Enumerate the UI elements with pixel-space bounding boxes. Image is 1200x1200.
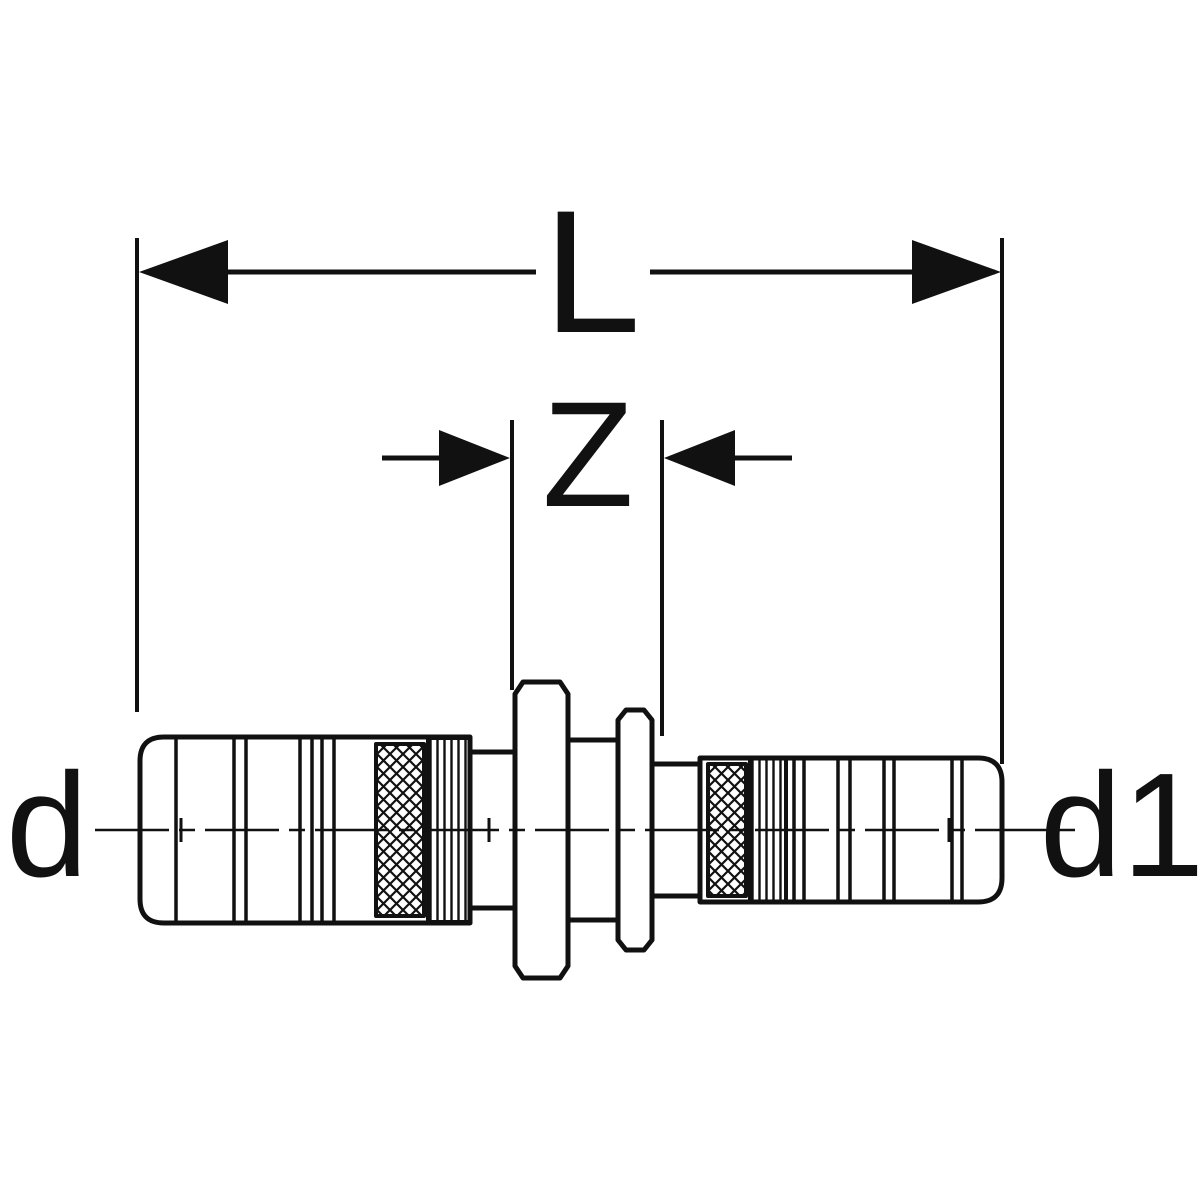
dimension-label-L: L [543,175,640,370]
arrowhead-Z-left [439,430,510,486]
center-flange-small [615,707,655,953]
diameter-label-d1: d1 [1040,743,1200,908]
arrowhead-L-right [912,240,1001,304]
dimension-label-Z: Z [542,370,634,538]
dimension-Z: Z [382,370,792,736]
arrowhead-Z-right [664,430,735,486]
arrowhead-L-left [139,240,228,304]
diameter-labels: d d1 [6,743,1200,908]
diameter-label-d: d [6,743,88,908]
centerline [95,818,1075,842]
dimension-L: L [135,175,1004,764]
